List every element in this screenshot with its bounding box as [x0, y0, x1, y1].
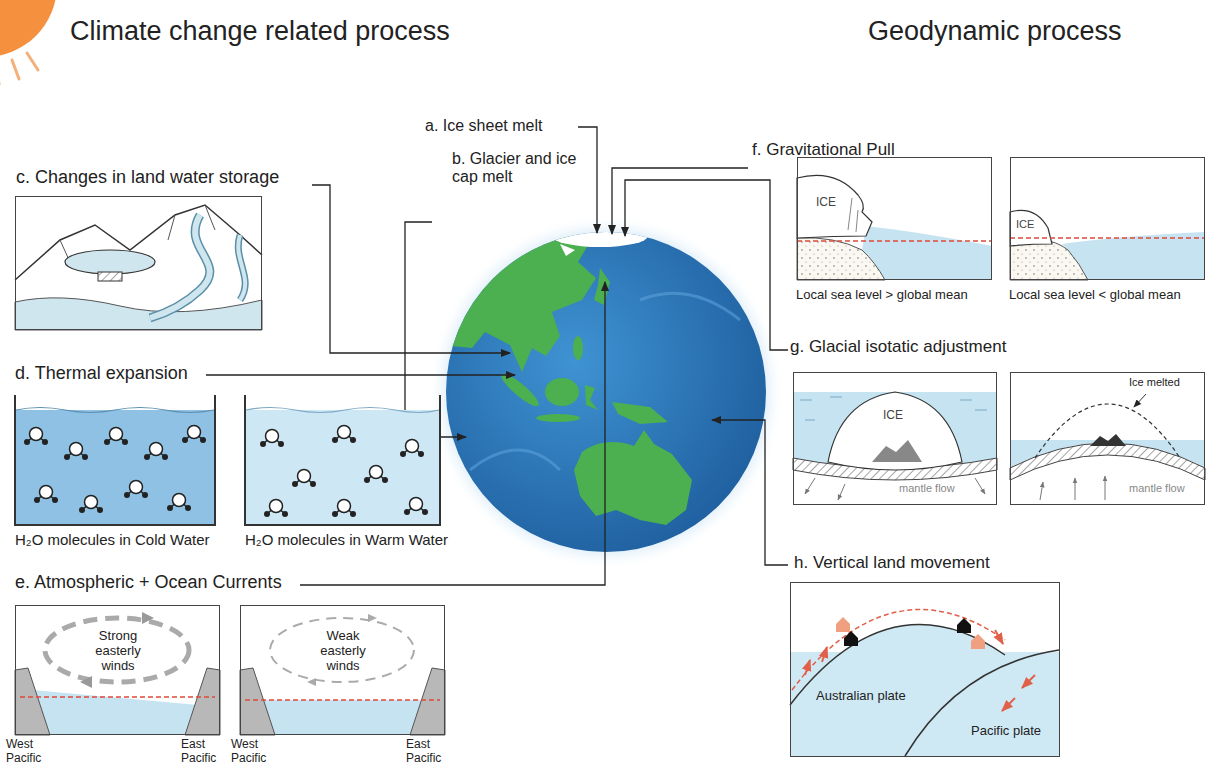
panel-box: Ice melted mantle flow [1010, 372, 1205, 505]
ice-label: ICE [816, 196, 836, 210]
process-label: e. Atmospheric + Ocean Currents [15, 572, 282, 593]
plate-label: Pacific plate [971, 724, 1041, 739]
sun [0, 0, 57, 84]
process-label: g. Glacial isotatic adjustment [790, 337, 1006, 357]
caption-text: Local sea level < global mean [1009, 288, 1181, 303]
beaker-panel: H₂O molecules in Warm Water [245, 395, 440, 525]
beaker-panel: H₂O molecules in Cold Water [15, 395, 215, 525]
caption-text: H₂O molecules in Cold Water [15, 531, 210, 548]
currents-picture [15, 612, 445, 735]
place-label: West Pacific [6, 738, 56, 766]
panel-box: ICELocal sea level < global mean [1010, 157, 1205, 280]
process-label: h. Vertical land movement [794, 553, 990, 573]
mantle-label: mantle flow [899, 482, 955, 495]
thermal-expansion-picture [15, 395, 440, 525]
ice-label: ICE [883, 409, 903, 423]
mantle-label: mantle flow [1129, 482, 1185, 495]
section-heading: Climate change related process [70, 16, 450, 47]
isostatic-adjustment-picture [793, 392, 1205, 500]
process-label: b. Glacier and ice cap melt [452, 150, 577, 187]
wind-label: Strong easterly winds [78, 629, 158, 674]
panel-box: ICELocal sea level > global mean [797, 157, 992, 280]
place-label: East Pacific [181, 738, 231, 766]
leader-lines [206, 127, 788, 585]
land-water-picture [15, 205, 262, 330]
panel-box: h. Vertical land movementAustralian plat… [790, 582, 1060, 757]
ice-label: Ice melted [1129, 376, 1180, 389]
place-label: East Pacific [406, 738, 456, 766]
panel-box: Weak easterly windsWest PacificEast Paci… [240, 605, 445, 735]
globe [428, 214, 784, 600]
caption-text: Local sea level > global mean [796, 288, 968, 303]
panel-box: Strong easterly windsWest PacificEast Pa… [15, 605, 220, 735]
caption-text: H₂O molecules in Warm Water [245, 531, 448, 548]
process-label: a. Ice sheet melt [425, 117, 542, 135]
wind-label: Weak easterly winds [303, 629, 383, 674]
place-label: West Pacific [231, 738, 281, 766]
process-label: c. Changes in land water storage [16, 167, 279, 188]
plate-label: Australian plate [816, 689, 906, 704]
panel-box: c. Changes in land water storage [15, 196, 262, 330]
vertical-land-movement-picture [790, 610, 1059, 756]
section-heading: Geodynamic process [868, 16, 1122, 47]
process-label: d. Thermal expansion [15, 363, 188, 384]
panel-box: ICE mantle flow [793, 372, 997, 505]
gravitational-pull-picture [797, 175, 1205, 280]
ice-label: ICE [1016, 218, 1034, 231]
